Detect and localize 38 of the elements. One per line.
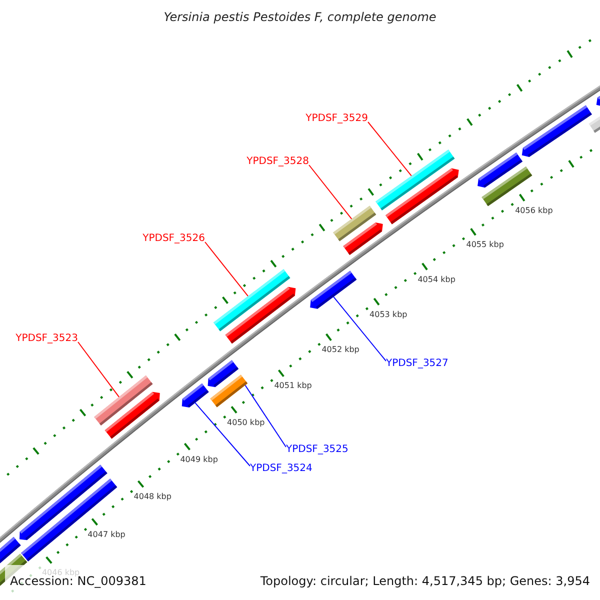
leader-line <box>244 384 286 448</box>
tick-label: 4049 kbp <box>180 454 218 465</box>
gene-feature <box>182 383 209 408</box>
tick-label: 4047 kbp <box>88 530 126 540</box>
gene-label: YPDSF_3524 <box>250 463 312 475</box>
feature-bar <box>588 116 600 133</box>
gene-feature <box>310 270 357 309</box>
leader-line <box>78 342 120 398</box>
gene-label: YPDSF_3529 <box>306 113 368 125</box>
tick-label: 4051 kbp <box>274 381 312 392</box>
gene-feature <box>225 286 296 344</box>
gene-feature <box>596 96 600 106</box>
gene-feature <box>386 168 459 224</box>
diagram-title: Yersinia pestis Pestoides F, complete genome <box>164 9 436 25</box>
gene-label: YPDSF_3528 <box>246 156 309 168</box>
leader-line <box>194 402 250 466</box>
feature-bar <box>482 166 532 206</box>
tick-label: 4050 kbp <box>227 418 265 428</box>
accession-label: Accession: NC_009381 <box>10 574 146 588</box>
tick-label: 4055 kbp <box>466 240 504 250</box>
tick-label: 4053 kbp <box>370 310 408 320</box>
genome-info-label: Topology: circular; Length: 4,517,345 bp; Genes: 3,954 <box>260 574 590 588</box>
leader-line <box>368 122 412 176</box>
tick-label: 4054 kbp <box>418 274 456 285</box>
gene-label: YPDSF_3527 <box>386 358 448 370</box>
tick-label: 4048 kbp <box>134 492 172 502</box>
leader-line <box>333 296 386 362</box>
leader-line <box>204 242 248 297</box>
gene-label: YPDSF_3526 <box>142 233 205 245</box>
gene-label: YPDSF_3523 <box>16 333 78 345</box>
feature-bar <box>210 374 248 408</box>
tick-label: 4052 kbp <box>322 345 360 356</box>
leader-line <box>308 164 352 220</box>
tick-label: 4056 kbp <box>515 206 553 216</box>
gene-label: YPDSF_3525 <box>286 444 348 456</box>
gene-feature <box>522 105 592 157</box>
gene-feature <box>343 222 383 255</box>
gene-feature <box>104 392 160 439</box>
